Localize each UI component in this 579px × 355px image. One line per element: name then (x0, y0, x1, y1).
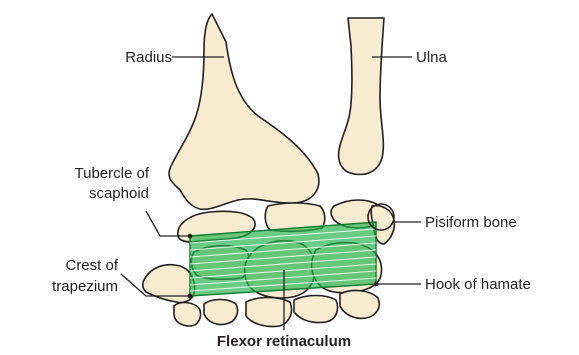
crest-label-line1: Crest of (65, 257, 118, 274)
tubercle-label-line1: Tubercle of (75, 165, 150, 182)
metacarpal-3 (246, 298, 292, 327)
flexor-label: Flexor retinaculum (217, 333, 351, 350)
tubercle-label-line2: scaphoid (89, 185, 149, 202)
hook-label: Hook of hamate (425, 276, 531, 293)
pisiform-label: Pisiform bone (425, 214, 517, 231)
hook-dot (374, 282, 379, 287)
radius-bone (169, 14, 319, 209)
ulna-bone (339, 18, 384, 174)
metacarpal-1 (174, 303, 201, 326)
metacarpal-2 (204, 300, 238, 325)
metacarpal-4 (294, 296, 338, 323)
tubercle-dot (188, 234, 193, 239)
crest-dot (188, 294, 193, 299)
trapezium-bone (143, 265, 195, 303)
radius-label: Radius (125, 49, 172, 66)
ulna-label: Ulna (416, 49, 448, 66)
crest-label-line2: trapezium (52, 278, 118, 295)
metacarpal-5 (340, 291, 379, 319)
